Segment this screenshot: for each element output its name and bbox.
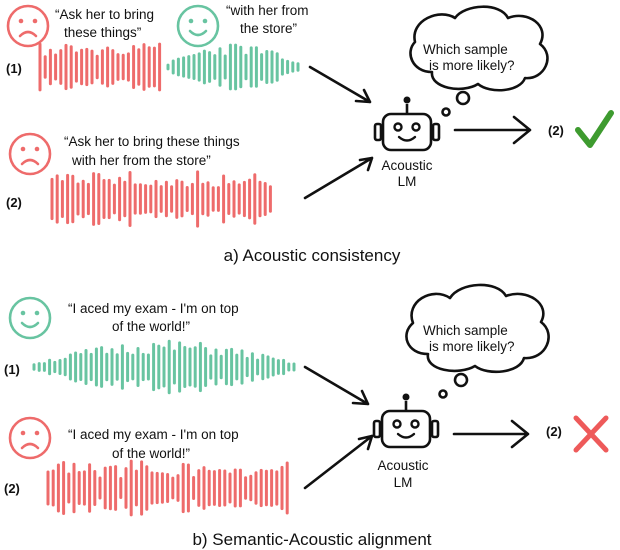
caption-a: a) Acoustic consistency	[224, 246, 401, 265]
arrow-clipb1-to-lm	[303, 365, 370, 406]
checkmark-icon	[575, 110, 614, 148]
clipb2-quote-line2: of the world!”	[112, 446, 190, 461]
bubble-line2: is more likely?	[429, 58, 515, 73]
panel-b: “I aced my exam - I'm on top of the worl…	[4, 283, 609, 549]
waveform-a2-red	[50, 170, 272, 228]
panel-a: “Ask her to bring these things” “with he…	[6, 3, 614, 265]
robot-icon	[373, 96, 441, 152]
bubble-line1: Which sample	[423, 323, 508, 338]
result-marker: (2)	[546, 424, 562, 439]
waveform-a1-red	[38, 42, 162, 92]
thought-bubble	[409, 5, 549, 117]
result-marker: (2)	[548, 123, 564, 138]
clipb1-quote-line2: of the world!”	[112, 319, 190, 334]
clip2-quote-line1: “Ask her to bring these things	[64, 134, 240, 149]
arrow-clip1-to-lm	[308, 65, 372, 104]
clipb1-quote-line1: “I aced my exam - I'm on top	[68, 301, 239, 316]
clip1-quote-line2: these things”	[64, 25, 141, 40]
lm-label-line1: Acoustic	[381, 158, 432, 173]
clip2-quote-line2: with her from the store”	[71, 153, 211, 168]
clipb2-marker: (2)	[4, 481, 20, 496]
waveform-b2-red	[46, 459, 289, 517]
caption-b: b) Semantic-Acoustic alignment	[192, 530, 431, 549]
lm-label-line2: LM	[394, 475, 413, 490]
happy-face-icon	[176, 4, 220, 48]
sad-face-icon	[8, 132, 52, 176]
robot-icon	[372, 393, 440, 449]
cross-icon	[573, 415, 609, 453]
clip1-marker: (1)	[6, 61, 22, 76]
waveform-b1-green	[32, 339, 296, 395]
waveform-a1-green	[166, 43, 300, 91]
arrow-lm-to-result	[453, 115, 532, 145]
bubble-line1: Which sample	[423, 42, 508, 57]
clipb2-quote-line1: “I aced my exam - I'm on top	[68, 427, 239, 442]
clip1-quote2-line2: the store”	[240, 21, 297, 36]
bubble-line2: is more likely?	[429, 339, 515, 354]
sad-face-icon	[6, 4, 50, 48]
clip1-quote-line1: “Ask her to bring	[55, 7, 154, 22]
clipb1-marker: (1)	[4, 362, 20, 377]
arrow-clip2-to-lm	[303, 156, 374, 200]
thought-bubble	[405, 283, 550, 399]
lm-label-line2: LM	[398, 174, 417, 189]
clip2-marker: (2)	[6, 195, 22, 210]
lm-label-line1: Acoustic	[377, 458, 428, 473]
arrow-lm-to-result	[452, 419, 530, 449]
clip1-quote2-line1: “with her from	[226, 3, 309, 18]
happy-face-icon	[8, 296, 52, 340]
arrow-clipb2-to-lm	[303, 434, 374, 490]
sad-face-icon	[8, 416, 52, 460]
